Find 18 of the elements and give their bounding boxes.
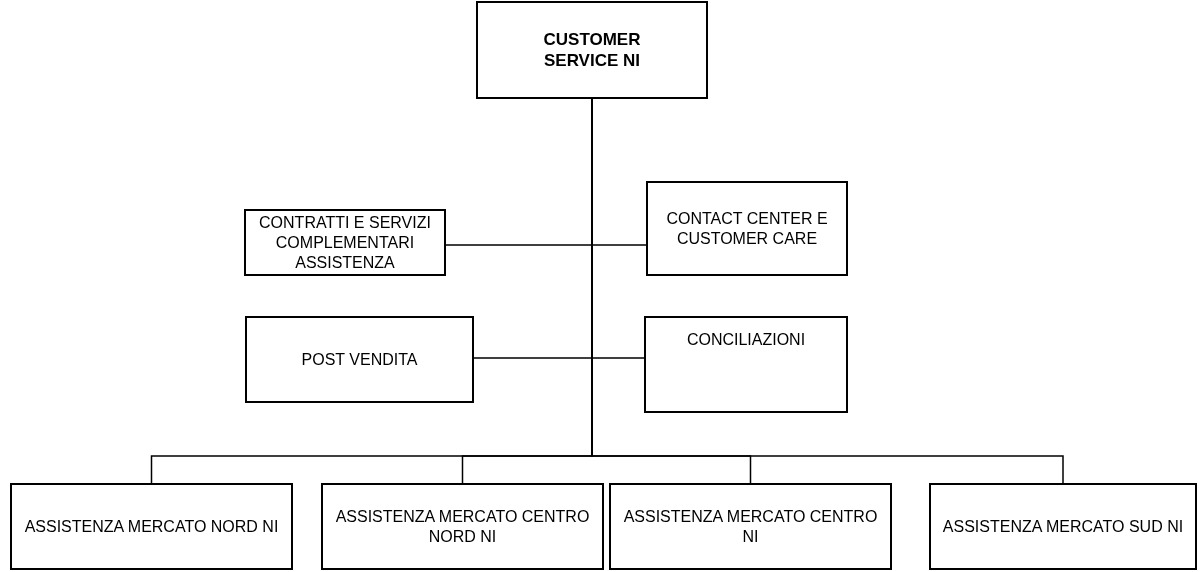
box-label: CONTACT CENTER E CUSTOMER CARE: [665, 208, 829, 249]
org-box: [321, 483, 604, 570]
box-label: POST VENDITA: [301, 349, 418, 370]
org-box: [929, 483, 1197, 570]
box-label: CONTRATTI E SERVIZI COMPLEMENTARI ASSISTENZA: [258, 212, 432, 273]
box-label: ASSISTENZA MERCATO CENTRO NI: [622, 506, 879, 547]
org-box: [10, 483, 293, 570]
org-box: [646, 181, 848, 276]
org-box: [245, 316, 474, 403]
box-label: ASSISTENZA MERCATO CENTRO NORD NI: [334, 506, 591, 547]
org-box: [609, 483, 892, 570]
box-label: ASSISTENZA MERCATO NORD NI: [24, 516, 279, 537]
box-label: CONCILIAZIONI: [686, 330, 806, 350]
box-label: CUSTOMER SERVICE NI: [542, 28, 642, 72]
org-box: [244, 209, 446, 276]
org-box: [644, 316, 848, 413]
box-label: ASSISTENZA MERCATO SUD NI: [942, 516, 1184, 537]
org-box: [476, 1, 708, 99]
